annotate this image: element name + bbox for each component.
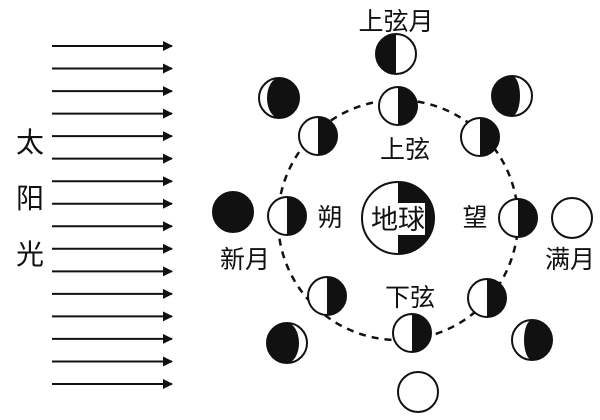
waxing-gibbous-moon-appearance [491,75,533,117]
full-moon-orbit-label: 望 [462,203,487,232]
new-moon-orbit-label: 朔 [317,203,342,232]
sunlight-rays [52,41,173,389]
waning-crescent-moon-appearance [266,322,308,364]
last-quarter-orbit-label: 下弦 [385,283,435,312]
earth-label: 地球 [371,205,425,236]
orbit-moon-lower-right [467,278,507,318]
orbit-moon-upper-left [298,116,338,156]
orbit-moon-lower-left [307,276,347,316]
new-moon-appearance [212,191,254,233]
sunlight-label-char-1: 太 [16,126,44,159]
bottom-full-moon-appearance [397,371,439,413]
first-quarter-orbit-label: 上弦 [380,135,430,164]
first-quarter-moon-appearance [375,33,417,75]
waxing-crescent-moon-appearance [258,77,300,119]
new-moon-label: 新月 [220,245,270,274]
full-moon-label: 满月 [545,245,595,274]
orbit-moon-bottom [392,313,432,353]
orbit-moon-left [267,196,307,236]
orbit-moon-right [498,198,538,238]
sunlight-label-char-2: 阳 [16,182,44,215]
orbit-moon-upper-right [460,117,500,157]
orbit-moon-top [378,86,418,126]
waning-gibbous-moon-appearance [511,319,553,361]
earth [361,181,435,255]
first-quarter-moon-label: 上弦月 [358,7,433,36]
full-moon-appearance [551,197,593,239]
sunlight-label-char-3: 光 [16,238,44,271]
